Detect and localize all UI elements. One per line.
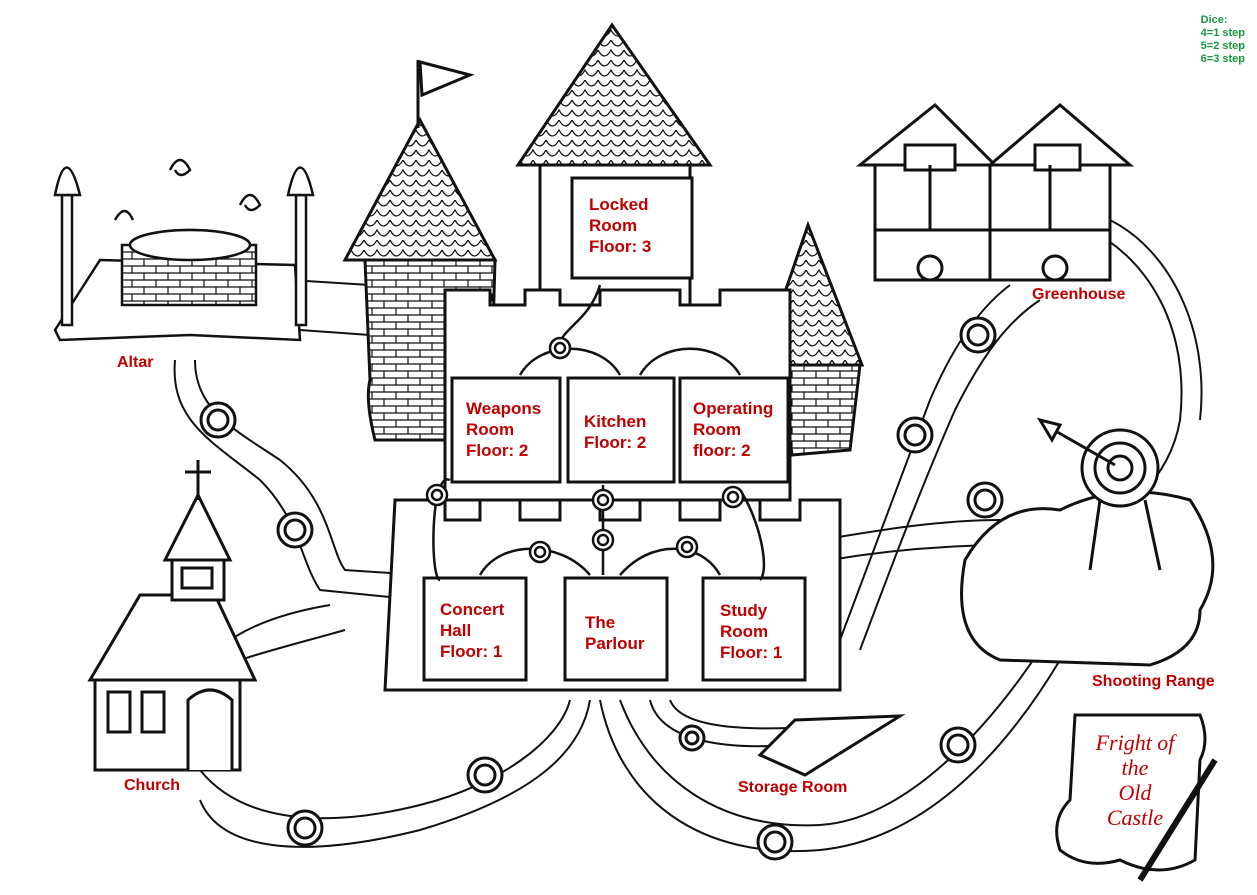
room-label-the-parlour: The Parlour [585, 613, 645, 653]
shooting-range-illustration [960, 417, 1215, 667]
dice-rule: 6=3 step [1200, 53, 1245, 65]
room-label-kitchen: Kitchen Floor: 2 [584, 412, 647, 452]
greenhouse-illustration [855, 102, 1135, 282]
place-label-altar: Altar [117, 354, 154, 371]
title-scroll-illustration [1055, 713, 1218, 882]
castle-connectors [425, 284, 766, 582]
dice-legend: Dice: 4=1 step 5=2 step 6=3 step [1201, 14, 1245, 66]
dice-rule: 5=2 step [1200, 40, 1245, 52]
room-label-study-room: Study Room Floor: 1 [720, 601, 783, 662]
place-label-church: Church [124, 777, 180, 794]
altar-illustration [53, 158, 315, 342]
dice-legend-heading: Dice: [1200, 14, 1228, 26]
church-illustration [87, 460, 258, 772]
room-label-weapons-room: Weapons Room Floor: 2 [466, 399, 542, 460]
room-label-concert-hall: Concert Hall Floor: 1 [440, 600, 505, 661]
dice-rule: 4=1 step [1200, 27, 1245, 39]
storage-room-illustration [757, 714, 906, 777]
place-label-shooting-range: Shooting Range [1092, 673, 1215, 690]
place-label-greenhouse: Greenhouse [1032, 286, 1126, 303]
room-label-locked-room: Locked Room Floor: 3 [589, 195, 652, 256]
step-spaces [199, 316, 1004, 861]
room-label-operating-room: Operating Room floor: 2 [693, 399, 774, 460]
place-label-storage-room: Storage Room [738, 779, 848, 796]
game-title: Fright of the Old Castle [1095, 730, 1175, 830]
board-paths [173, 219, 1203, 853]
room-frames [422, 176, 807, 682]
